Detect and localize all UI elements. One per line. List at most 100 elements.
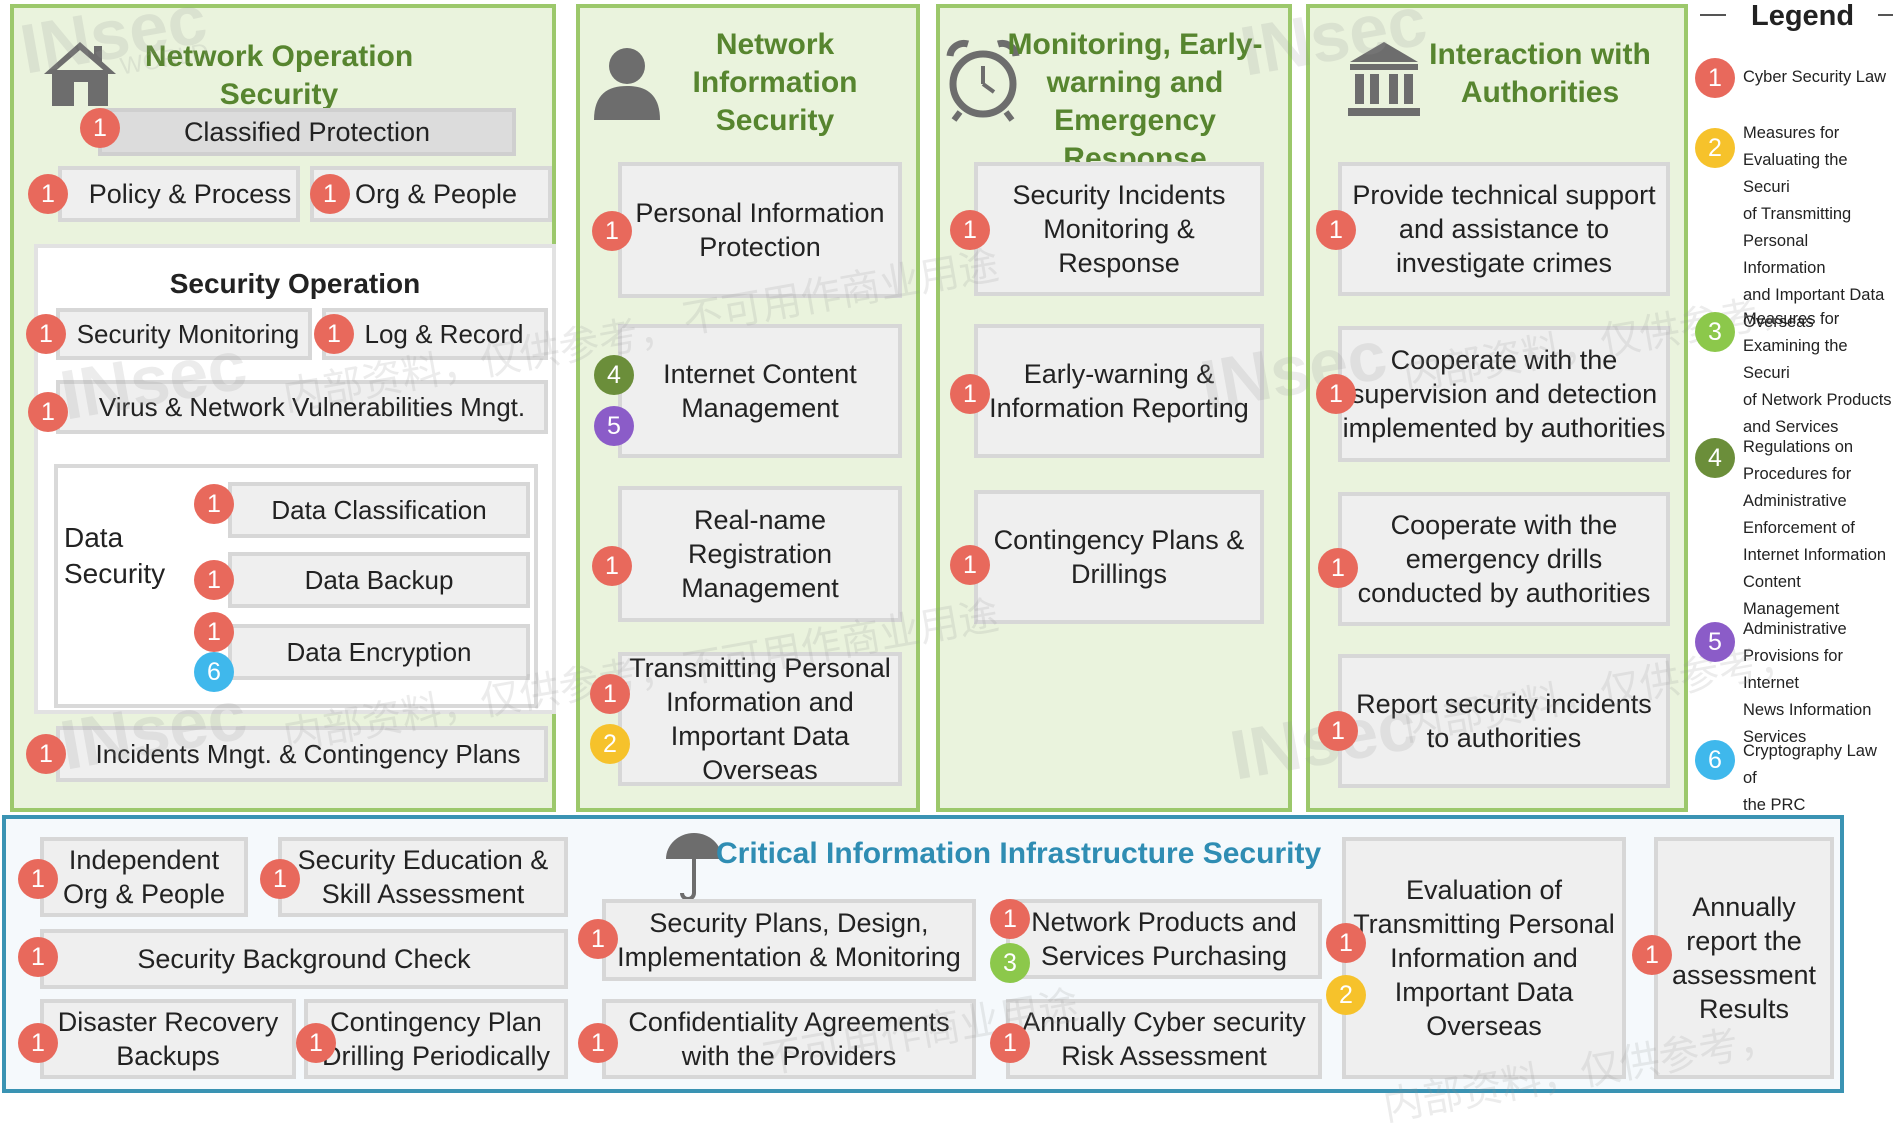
box-label: Disaster Recovery Backups (57, 1007, 279, 1071)
badge-cyber-security-law: 1 (194, 560, 234, 600)
box-label: Contingency Plan Drilling Periodically (321, 1007, 551, 1071)
box-label: Real-name Registration Management (681, 505, 839, 603)
legend-divider (1878, 14, 1893, 16)
annual-report-results-box: Annually report the assessment Results (1654, 837, 1834, 1079)
data-backup-box: Data Backup (228, 552, 530, 608)
umbrella-icon (666, 833, 722, 901)
box-label: Data Backup (304, 565, 454, 595)
box-label: Internet Content Management (663, 359, 857, 423)
box-label: Policy & Process (88, 179, 292, 209)
box-label: Network Products and Services Purchasing (1031, 907, 1297, 971)
badge-cyber-security-law: 1 (314, 314, 354, 354)
badge-cyber-security-law: 1 (18, 937, 58, 977)
security-operation-title: Security Operation (169, 268, 421, 299)
badge-cyber-security-law: 1 (990, 899, 1030, 939)
badge-cyber-security-law: 1 (26, 314, 66, 354)
cii-panel: Critical Information Infrastructure Secu… (2, 815, 1844, 1093)
box-label: Transmitting Personal Information and Im… (629, 653, 891, 785)
box-label: Cooperate with the supervision and detec… (1342, 345, 1666, 443)
badge-cyber-security-law: 1 (590, 674, 630, 714)
box-label: Independent Org & People (62, 845, 226, 909)
badge-cyber-security-law: 1 (950, 545, 990, 585)
security-background-check-box: Security Background Check (40, 929, 568, 989)
security-monitoring-box: Security Monitoring (56, 308, 312, 360)
alarm-clock-icon (946, 39, 1020, 122)
org-people-box: Org & People (310, 166, 552, 222)
badge-cyber-security-law: 1 (194, 612, 234, 652)
badge-cyber-security-law: 1 (28, 392, 68, 432)
badge-cyber-security-law: 1 (1318, 711, 1358, 751)
data-security-label: Data Security (64, 522, 166, 589)
annual-risk-assessment-box: Annually Cyber security Risk Assessment (1006, 999, 1322, 1079)
log-record-box: Log & Record (322, 308, 548, 360)
early-warning-reporting-box: Early-warning & Information Reporting (974, 324, 1264, 458)
badge-cyber-security-law: 1 (1316, 374, 1356, 414)
badge-cyber-security-law: 1 (950, 210, 990, 250)
legend-title: Legend (1751, 0, 1855, 32)
internet-content-management-box: Internet Content Management (618, 324, 902, 458)
box-label: Security Education & Skill Assessment (297, 845, 549, 909)
data-classification-box: Data Classification (228, 482, 530, 538)
real-name-registration-box: Real-name Registration Management (618, 486, 902, 622)
box-label: Early-warning & Information Reporting (989, 359, 1249, 423)
box-label: Log & Record (364, 319, 524, 349)
badge-cryptography-law: 6 (194, 652, 234, 692)
contingency-plans-drillings-box: Contingency Plans & Drillings (974, 490, 1264, 624)
badge-cyber-security-law: 1 (260, 859, 300, 899)
incidents-contingency-box: Incidents Mngt. & Contingency Plans (56, 726, 548, 782)
cii-title: Critical Information Infrastructure Secu… (716, 837, 1322, 870)
security-plans-box: Security Plans, Design, Implementation &… (602, 899, 976, 981)
box-label: Security Monitoring (76, 319, 300, 349)
badge-internet-content-regulations: 4 (594, 355, 634, 395)
badge-cyber-security-law: 1 (18, 1023, 58, 1063)
column-network-information-security: Network Information Security Personal In… (576, 4, 920, 812)
badge-cyber-security-law: 1 (296, 1023, 336, 1063)
government-building-icon (1348, 42, 1420, 116)
box-label: Incidents Mngt. & Contingency Plans (95, 739, 521, 769)
legend-badge: 5 (1695, 622, 1735, 662)
box-label: Annually report the assessment Results (1671, 892, 1817, 1024)
box-label: Contingency Plans & Drillings (993, 525, 1245, 589)
box-label: Security Incidents Monitoring & Response (1012, 180, 1226, 278)
box-label: Evaluation of Transmitting Personal Info… (1353, 875, 1615, 1041)
legend-badge: 6 (1695, 740, 1735, 780)
independent-org-people-box: Independent Org & People (40, 837, 248, 917)
column-monitoring-early-warning: Monitoring, Early- warning and Emergency… (936, 4, 1292, 812)
classified-protection-box: Classified Protection (98, 108, 516, 156)
badge-cyber-security-law: 1 (26, 734, 66, 774)
legend-badge: 4 (1695, 438, 1735, 478)
security-education-box: Security Education & Skill Assessment (278, 837, 568, 917)
transmitting-overseas-box: Transmitting Personal Information and Im… (618, 652, 902, 786)
column-title: Monitoring, Early- warning and Emergency… (1007, 28, 1263, 175)
badge-cyber-security-law: 1 (578, 1023, 618, 1063)
personal-information-protection-box: Personal Information Protection (618, 162, 902, 298)
legend-item-text: Measures for Examining the Securi of Net… (1743, 310, 1892, 436)
network-products-purchasing-box: Network Products and Services Purchasing (1006, 899, 1322, 979)
column-interaction-with-authorities: Interaction with Authorities Provide tec… (1306, 4, 1688, 812)
badge-internet-news-provisions: 5 (594, 406, 634, 446)
badge-cyber-security-law: 1 (950, 374, 990, 414)
box-label: Security Background Check (137, 944, 471, 974)
box-label: Classified Protection (183, 117, 431, 147)
box-label: Data Encryption (286, 637, 472, 667)
box-label: Annually Cyber security Risk Assessment (1022, 1007, 1306, 1071)
badge-cyber-security-law: 1 (990, 1023, 1030, 1063)
box-label: Cooperate with the emergency drills cond… (1357, 510, 1651, 608)
box-label: Security Plans, Design, Implementation &… (617, 908, 961, 972)
box-label: Data Classification (271, 495, 487, 525)
disaster-recovery-box: Disaster Recovery Backups (40, 999, 296, 1079)
legend-item-text: Regulations on Procedures for Administra… (1743, 438, 1887, 618)
badge-cyber-security-law: 1 (18, 859, 58, 899)
badge-cyber-security-law: 1 (28, 174, 68, 214)
report-incidents-box: Report security incidents to authorities (1338, 654, 1670, 788)
column-title: Network Operation Security (144, 40, 414, 111)
house-icon (44, 42, 116, 106)
emergency-drills-box: Cooperate with the emergency drills cond… (1338, 492, 1670, 626)
box-label: Report security incidents to authorities (1356, 689, 1652, 753)
legend-item-text: Measures for Evaluating the Securi of Tr… (1743, 124, 1885, 331)
legend-badge: 1 (1695, 58, 1735, 98)
confidentiality-agreements-box: Confidentiality Agreements with the Prov… (602, 999, 976, 1079)
column-network-operation-security: Network Operation Security Classified Pr… (10, 4, 556, 812)
legend-badge: 2 (1695, 128, 1735, 168)
badge-cyber-security-law: 1 (1326, 923, 1366, 963)
